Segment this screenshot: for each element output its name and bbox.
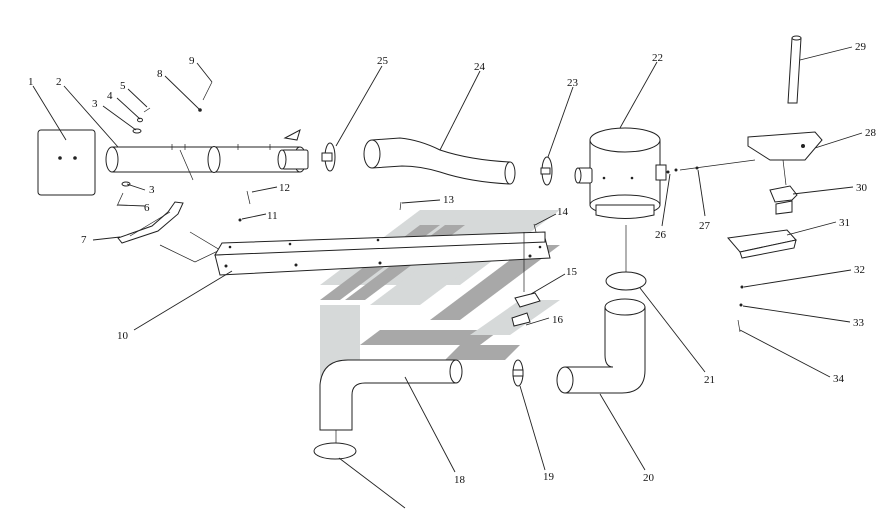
- part-29-rod: [787, 35, 802, 104]
- callout-32: 32: [854, 264, 865, 276]
- callout-labels: 1 2 3 4 5 6 7 8 9 10 11 12 13 14 15 16 3…: [28, 41, 877, 486]
- callout-4: 4: [107, 90, 113, 102]
- callout-3-lower: 3: [149, 184, 155, 196]
- callout-14: 14: [557, 206, 569, 218]
- callout-25: 25: [377, 55, 389, 67]
- callout-1: 1: [28, 76, 34, 88]
- fasteners-32-34: [737, 285, 744, 333]
- callout-30: 30: [856, 182, 868, 194]
- part-22-housing: [574, 127, 667, 219]
- callout-23: 23: [567, 77, 579, 89]
- callout-18: 18: [454, 474, 466, 486]
- callout-22: 22: [652, 52, 663, 64]
- callout-5: 5: [120, 80, 126, 92]
- fasteners-upper: [116, 81, 213, 207]
- callout-2: 2: [56, 76, 62, 88]
- part-10-rail: [214, 231, 551, 276]
- callout-13: 13: [443, 194, 455, 206]
- bracket-14-16: [511, 232, 541, 327]
- callout-31: 31: [839, 217, 850, 229]
- part-23-clamp: [540, 156, 553, 186]
- part-31-bracket: [727, 229, 797, 259]
- callout-11: 11: [267, 210, 278, 222]
- callout-9: 9: [189, 55, 195, 67]
- callout-28: 28: [865, 127, 877, 139]
- callout-7: 7: [81, 234, 87, 246]
- callout-34: 34: [833, 373, 845, 385]
- part-25-clamp: [321, 142, 336, 172]
- callout-27: 27: [699, 220, 711, 232]
- fasteners-rail: [238, 190, 537, 233]
- part-1-plate: [37, 129, 96, 196]
- callout-21: 21: [704, 374, 715, 386]
- fasteners-26-27: [666, 159, 756, 174]
- callout-10: 10: [117, 330, 129, 342]
- part-2-muffler-tube: [105, 128, 309, 173]
- callout-12: 12: [279, 182, 290, 194]
- part-24-s-pipe: [363, 137, 516, 185]
- part-19-clamp: [512, 359, 524, 387]
- part-28-bracket: [747, 131, 823, 186]
- part-30-clip: [769, 185, 798, 215]
- callout-15: 15: [566, 266, 578, 278]
- callout-33: 33: [853, 317, 865, 329]
- part-20-elbow: [556, 298, 646, 394]
- part-18-j-pipe: [313, 359, 463, 460]
- callout-29: 29: [855, 41, 867, 53]
- callout-3-upper: 3: [92, 98, 98, 110]
- callout-6: 6: [144, 202, 150, 214]
- part-7-bracket: [117, 201, 221, 263]
- callout-24: 24: [474, 61, 486, 73]
- part-21-ring: [605, 225, 647, 291]
- callout-8: 8: [157, 68, 163, 80]
- callout-20: 20: [643, 472, 655, 484]
- callout-19: 19: [543, 471, 555, 483]
- leader-lines: [32, 46, 863, 509]
- callout-26: 26: [655, 229, 667, 241]
- callout-16: 16: [552, 314, 564, 326]
